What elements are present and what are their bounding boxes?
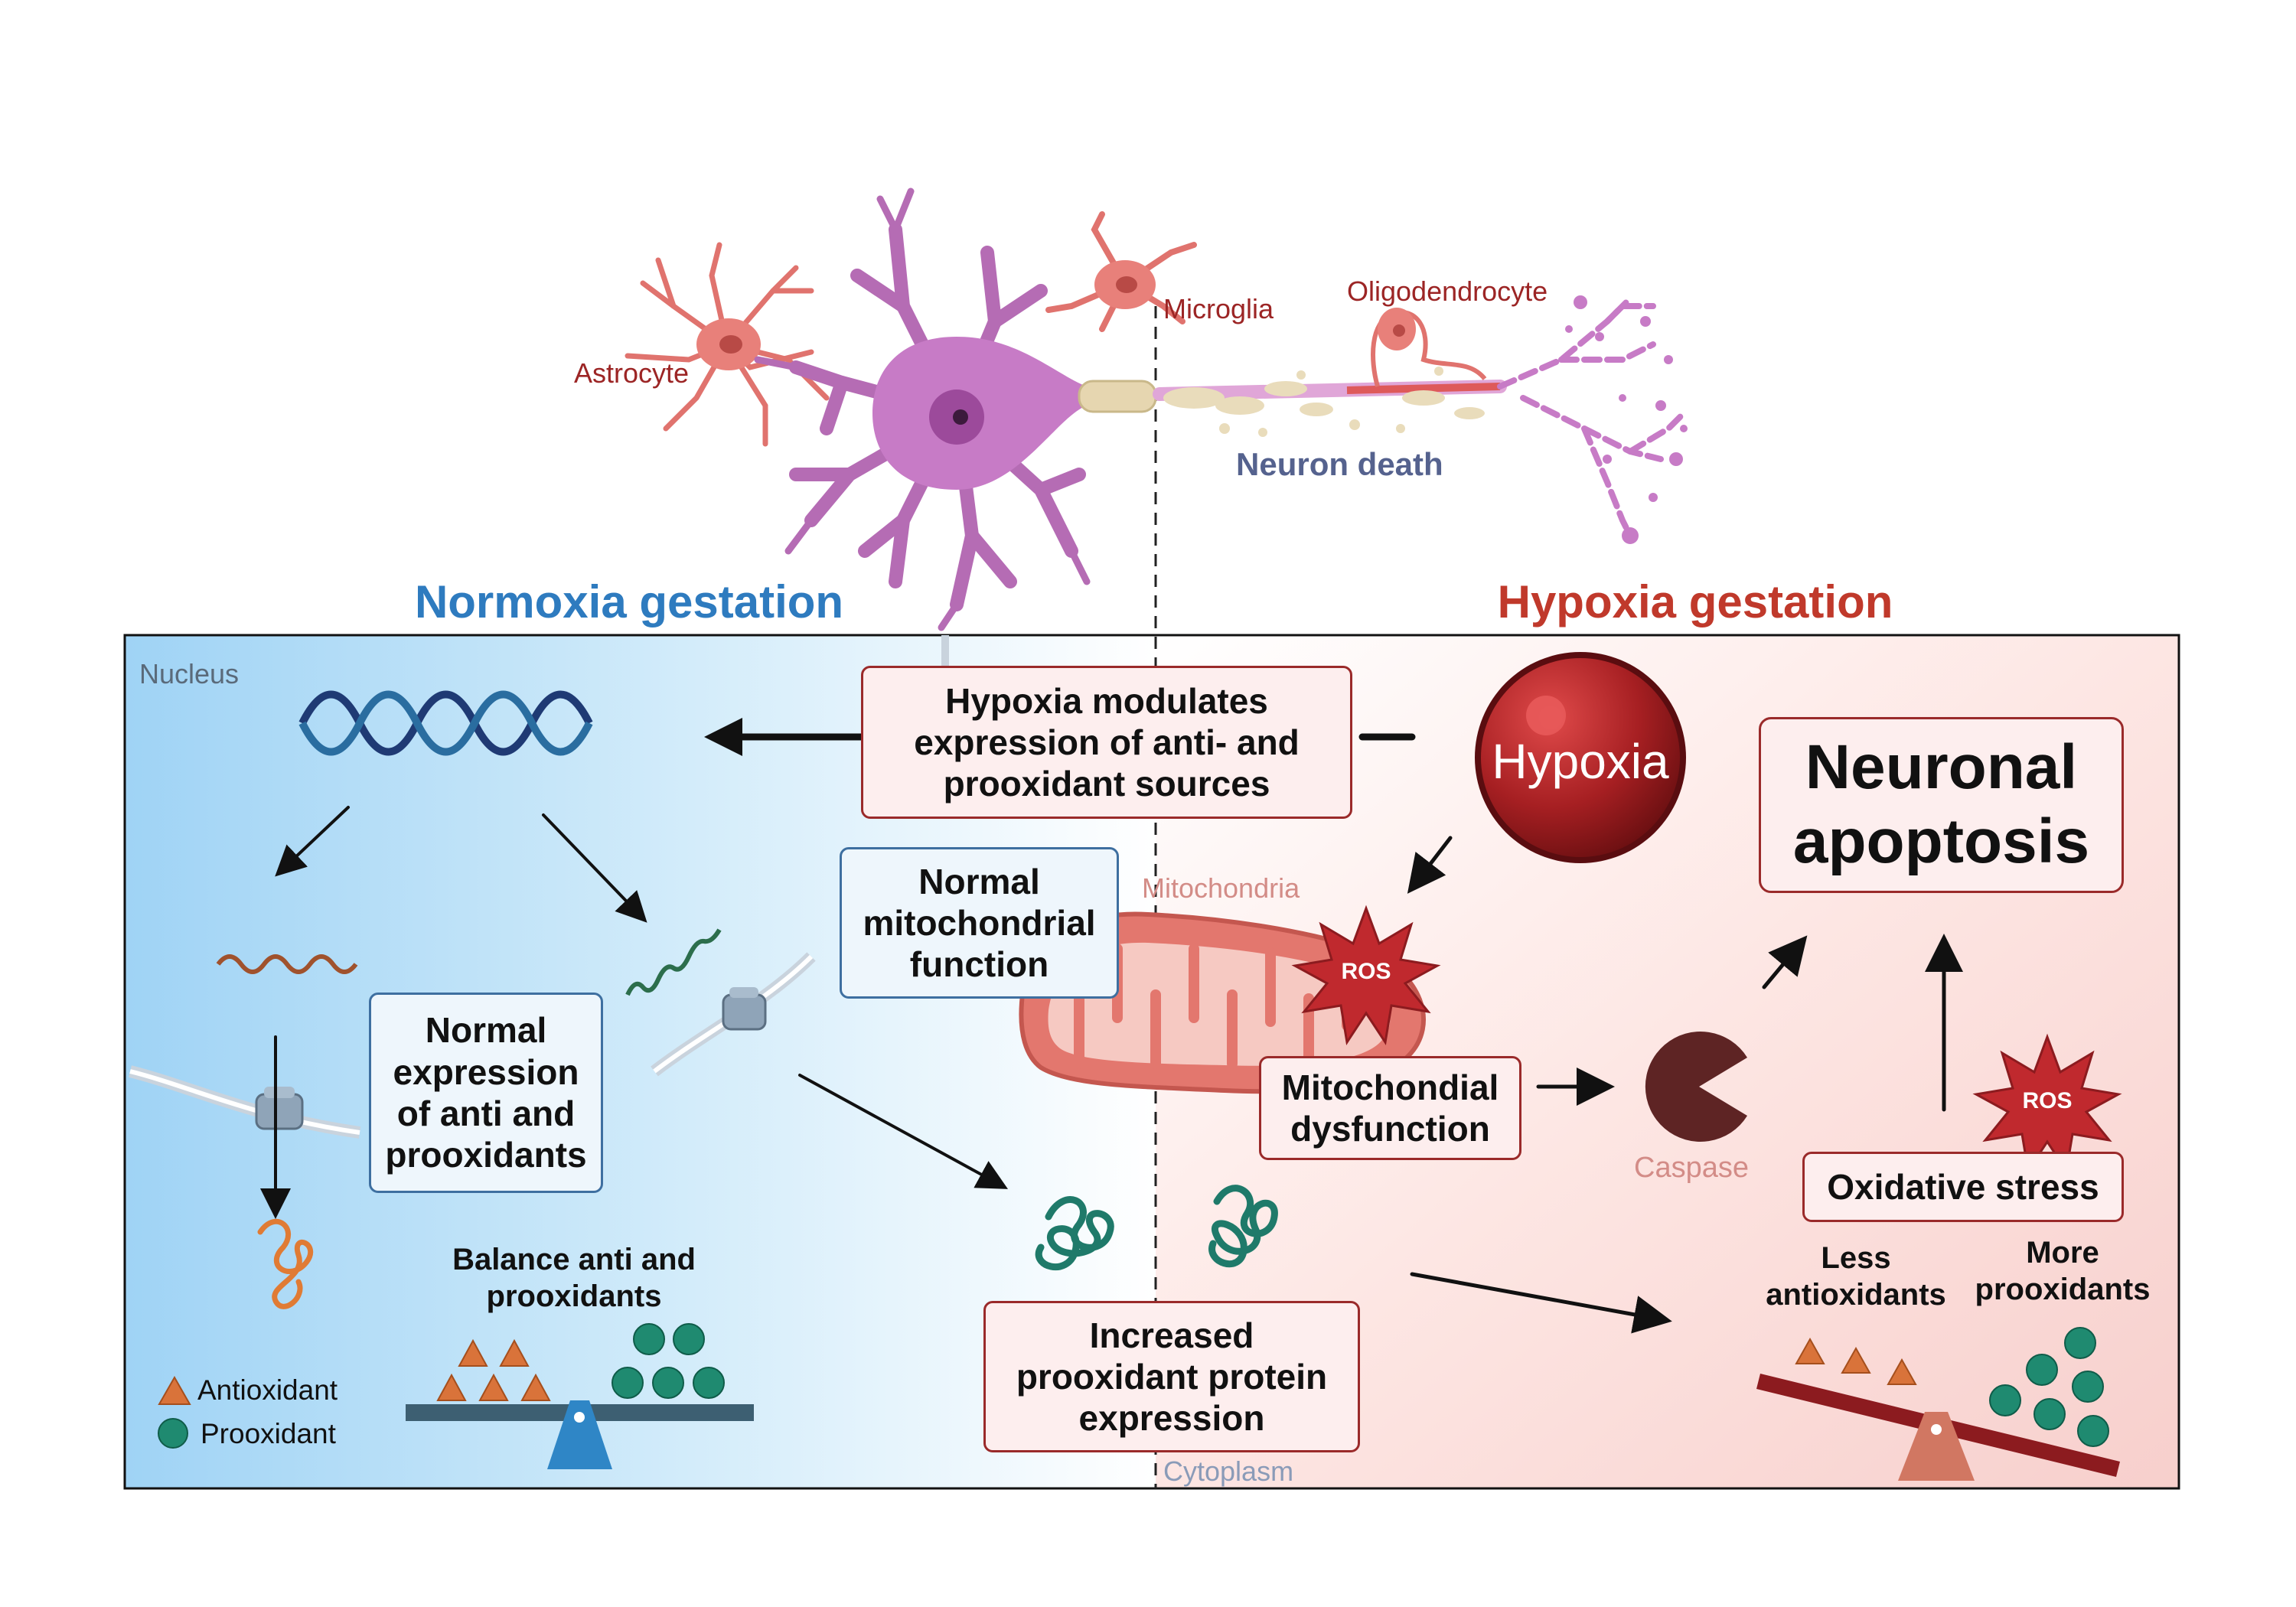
caspase-label: Caspase [1634,1152,1749,1184]
neuronal-apoptosis-box: Neuronal apoptosis [1759,717,2124,893]
less-antioxidants-label: Less antioxidants [1766,1241,1946,1312]
dendrite-fragments [1565,295,1688,544]
ribosome-right [651,952,816,1077]
balance-label: Balance anti and prooxidants [452,1243,696,1313]
dna-helix [298,690,593,756]
hypoxia-sphere-highlight [1526,696,1566,735]
legend-prooxidant-label: Prooxidant [201,1418,336,1449]
mrna-strand-left [216,954,358,974]
ros-label-stress: ROS [2022,1088,2073,1113]
more-prooxidants-label: More prooxidants [1975,1236,2151,1306]
ros-label-mito: ROS [1341,959,1391,984]
mrna-strand-right [625,928,722,996]
legend-antioxidant-label: Antioxidant [197,1374,338,1406]
hypoxia-sphere-label: Hypoxia [1492,734,1669,789]
mito-dysfunction-box: Mitochondial dysfunction [1259,1056,1521,1160]
panel-frame [123,634,2180,1490]
degenerating-axon [1153,367,1507,437]
normal-mito-box: Normal mitochondrial function [840,847,1119,999]
legend-prooxidant-symbol [158,1418,188,1449]
arrows [260,718,1963,1334]
normal-expression-box: Normal expression of anti and prooxidant… [369,993,603,1193]
protein-orange [257,1218,314,1309]
oxidative-stress-box: Oxidative stress [1802,1152,2124,1222]
balanced-scale [406,1323,754,1469]
fragmented-dendrites [1497,295,1687,539]
myelin-sheath [1078,380,1157,413]
nucleus-label: Nucleus [139,658,240,689]
oligodendrocyte-label: Oligodendrocyte [1347,275,1548,307]
ros-star-stress [1972,1033,2122,1175]
ribosome-left [129,1065,361,1139]
astrocyte-nucleus [719,335,742,354]
microglia-nucleus [1116,276,1137,293]
microglia-label: Microglia [1163,293,1274,324]
increased-prooxidant-box: Increased prooxidant protein expression [983,1301,1360,1452]
neuron-death-label: Neuron death [1236,446,1443,482]
mitochondria-label: Mitochondria [1142,872,1300,904]
modulates-box: Hypoxia modulates expression of anti- an… [861,666,1352,819]
mitochondrion [1019,911,1426,1094]
protein-green-2 [1208,1185,1278,1268]
normoxia-title: Normoxia gestation [414,576,844,627]
legend-antioxidant-symbol [158,1375,191,1405]
cytoplasm-label: Cytoplasm [1163,1455,1294,1487]
caspase-shape [1645,1032,1747,1142]
protein-green-1 [1035,1196,1114,1270]
hypoxia-title: Hypoxia gestation [1497,576,1893,627]
oligodendrocyte-cell [1371,308,1487,387]
tilted-scale [1756,1327,2120,1481]
neuron-nucleolus [953,409,968,425]
ros-star-mito [1291,905,1441,1046]
astrocyte-label: Astrocyte [574,357,690,389]
